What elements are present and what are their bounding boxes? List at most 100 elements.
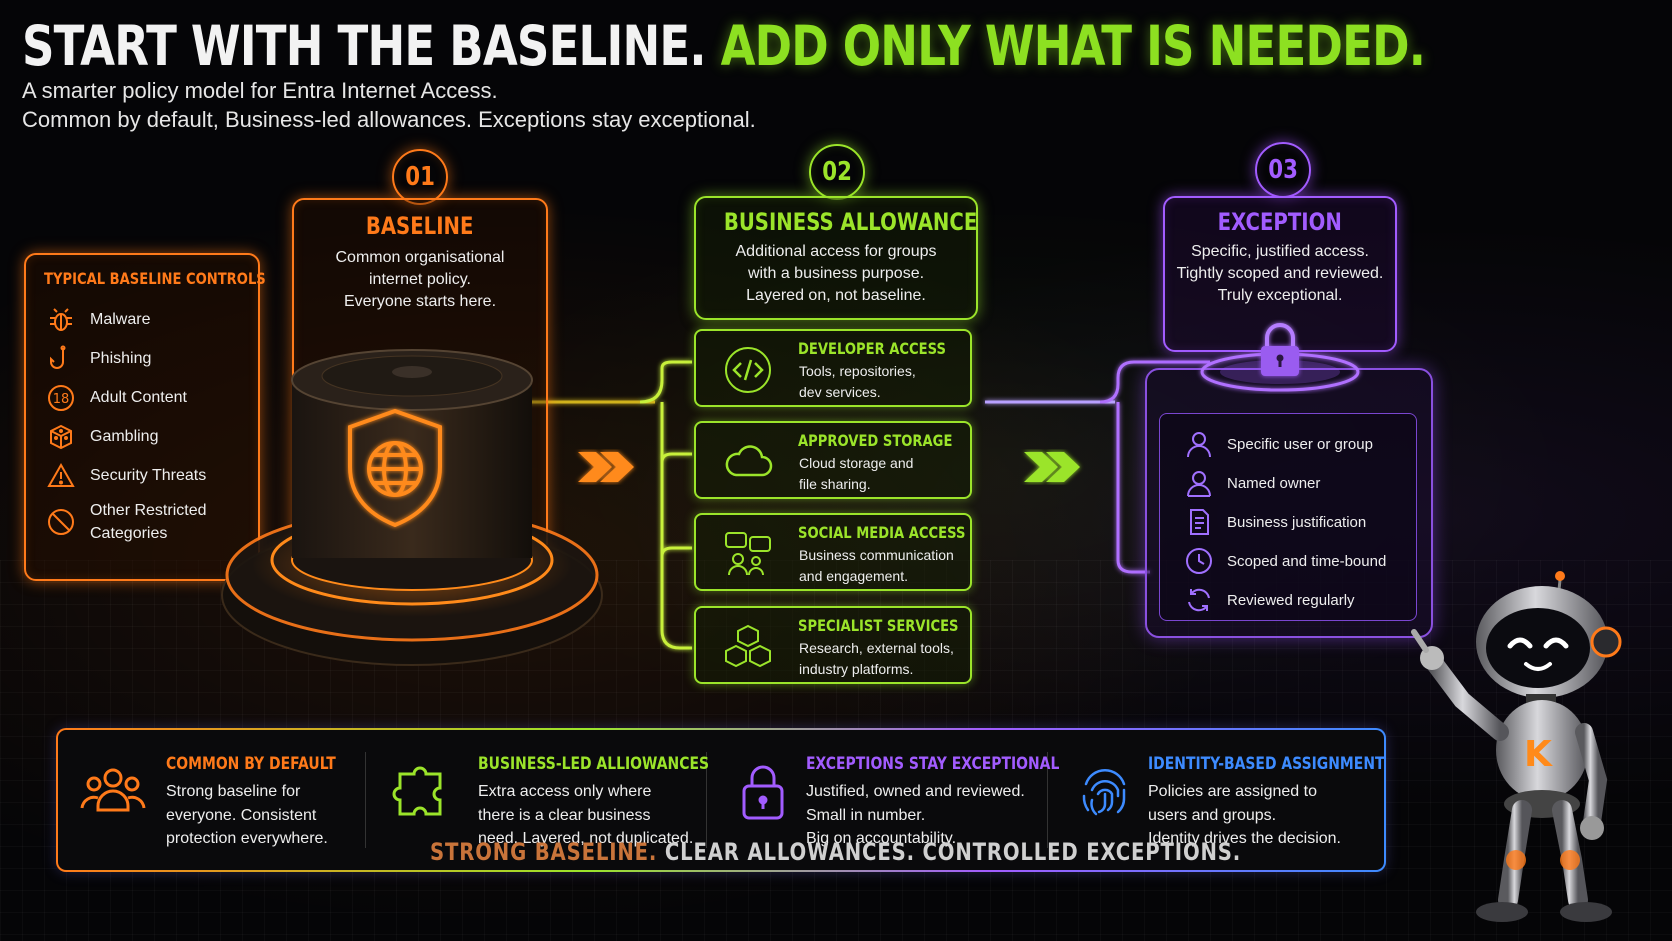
- group-icon: [80, 768, 146, 812]
- feature-title: IDENTITY-BASED ASSIGNMENT: [1148, 754, 1385, 774]
- allowance-desc2: and engagement.: [799, 568, 908, 584]
- exception-title: EXCEPTION: [1217, 208, 1343, 236]
- exception-desc3: Truly exceptional.: [1217, 287, 1343, 304]
- control-label: Other Restricted: [90, 502, 207, 519]
- cubes-icon: [725, 624, 771, 668]
- control-label: Security Threats: [90, 467, 207, 484]
- control-item-adult: 18 Adult Content: [46, 383, 187, 413]
- feature-line2: users and groups.: [1148, 806, 1277, 824]
- subtitle-line1: A smarter policy model for Entra Interne…: [22, 78, 498, 103]
- exception-item-user: Specific user or group: [1185, 430, 1373, 458]
- baseline-title: BASELINE: [366, 212, 474, 240]
- exception-item-reviewed: Reviewed regularly: [1185, 586, 1355, 614]
- robot-badge: K: [1524, 734, 1553, 775]
- subtitle-line2: Common by default, Business-led allowanc…: [22, 107, 756, 132]
- business-title: BUSINESS ALLOWANCE: [723, 208, 978, 236]
- allowance-desc2: industry platforms.: [799, 661, 914, 677]
- arrow-green: [1024, 452, 1080, 482]
- tagline-part2: CLEAR ALLOWANCES. CONTROLLED EXCEPTIONS.: [665, 838, 1242, 866]
- exception-item-timebound: Scoped and time-bound: [1185, 547, 1386, 575]
- control-item-threats: Security Threats: [46, 461, 206, 491]
- control-label: Gambling: [90, 428, 159, 445]
- allowance-developer-access: DEVELOPER ACCESS Tools, repositories,dev…: [694, 329, 972, 407]
- shield-globe-icon: [348, 408, 442, 528]
- baseline-desc1: Common organisational: [335, 249, 505, 266]
- allowance-desc2: file sharing.: [799, 476, 871, 492]
- feature-line3: protection everywhere.: [166, 830, 328, 847]
- business-desc2: with a business purpose.: [747, 265, 925, 282]
- warning-icon: [46, 461, 76, 491]
- feature-line3: need. Layered, not duplicated.: [478, 830, 694, 847]
- page-title: START WITH THE BASELINE. ADD ONLY WHAT I…: [22, 14, 1426, 78]
- refresh-icon: [1188, 588, 1210, 612]
- feature-title: EXCEPTIONS STAY EXCEPTIONAL: [806, 754, 1060, 774]
- clock-icon: [1186, 548, 1212, 574]
- control-label-2: Categories: [90, 525, 168, 542]
- svg-text:18: 18: [53, 392, 70, 407]
- tagline-part1: STRONG BASELINE.: [430, 838, 658, 866]
- feature-line2: everyone. Consistent: [166, 806, 317, 824]
- divider: [706, 752, 707, 848]
- exception-desc1: Specific, justified access.: [1191, 243, 1369, 260]
- owner-icon: [1187, 471, 1211, 497]
- feature-line1: Policies are assigned to: [1148, 783, 1317, 800]
- baseline-desc3: Everyone starts here.: [343, 293, 497, 310]
- control-item-gambling: Gambling: [46, 422, 158, 452]
- allowance-desc1: Research, external tools,: [799, 640, 954, 656]
- feature-line1: Strong baseline for: [166, 783, 301, 800]
- baseline-controls-panel: TYPICAL BASELINE CONTROLS Malware Phishi…: [24, 253, 266, 581]
- cloud-icon: [725, 445, 773, 477]
- title-part2: ADD ONLY WHAT IS NEEDED.: [720, 14, 1426, 78]
- business-desc1: Additional access for groups: [735, 243, 937, 260]
- allowance-title: APPROVED STORAGE: [798, 431, 953, 450]
- document-icon: [1190, 509, 1209, 535]
- padlock-icon: [1261, 323, 1299, 376]
- allowance-desc1: Tools, repositories,: [799, 363, 916, 379]
- feature-title: COMMON BY DEFAULT: [166, 754, 336, 774]
- step-number-02: 02: [809, 144, 865, 200]
- puzzle-icon: [392, 766, 442, 816]
- business-desc3: Layered on, not baseline.: [746, 287, 926, 304]
- baseline-desc2: internet policy.: [369, 271, 471, 288]
- feature-line1: Extra access only where: [478, 783, 652, 800]
- step-number-01: 01: [392, 149, 448, 205]
- control-item-malware: Malware: [46, 305, 150, 335]
- exception-item-label: Named owner: [1227, 474, 1321, 492]
- business-allowance-card: BUSINESS ALLOWANCE Additional access for…: [694, 196, 978, 320]
- feature-line1: Justified, owned and reviewed.: [806, 783, 1025, 800]
- fingerprint-icon: [1082, 769, 1126, 816]
- allowance-title: SOCIAL MEDIA ACCESS: [798, 523, 966, 542]
- exception-item-label: Reviewed regularly: [1227, 591, 1355, 609]
- features-bar: [56, 728, 1386, 872]
- control-item-phishing: Phishing: [46, 344, 151, 374]
- control-label: Malware: [90, 311, 151, 328]
- arrow-orange: [578, 452, 634, 482]
- lock-ring: [1200, 323, 1360, 392]
- age-18-icon: 18: [46, 383, 76, 413]
- title-part1: START WITH THE BASELINE.: [22, 14, 706, 78]
- allowance-social-media-access: SOCIAL MEDIA ACCESS Business communicati…: [694, 513, 972, 591]
- feature-line3: Big on accountability.: [806, 830, 957, 847]
- exception-item-label: Business justification: [1227, 513, 1367, 531]
- exception-item-justification: Business justification: [1185, 508, 1366, 536]
- feature-line2: there is a clear business: [478, 806, 651, 824]
- control-label: Phishing: [90, 350, 152, 367]
- feature-line2: Small in number.: [806, 806, 926, 824]
- tagline: STRONG BASELINE. CLEAR ALLOWANCES. CONTR…: [0, 838, 1672, 866]
- exception-item-label: Specific user or group: [1227, 435, 1373, 453]
- code-icon: [725, 347, 771, 393]
- allowance-title: SPECIALIST SERVICES: [798, 616, 959, 635]
- exception-desc2: Tightly scoped and reviewed.: [1176, 265, 1384, 282]
- robot-mascot: K: [1411, 571, 1622, 922]
- feature-line3: Identity drives the decision.: [1148, 830, 1341, 847]
- dice-icon: [46, 422, 76, 452]
- step-number-03: 03: [1255, 142, 1311, 198]
- exception-item-label: Scoped and time-bound: [1227, 552, 1387, 570]
- user-icon: [1187, 432, 1211, 458]
- fishhook-icon: [46, 344, 76, 374]
- allowance-desc1: Business communication: [799, 547, 954, 563]
- padlock-icon: [742, 765, 784, 820]
